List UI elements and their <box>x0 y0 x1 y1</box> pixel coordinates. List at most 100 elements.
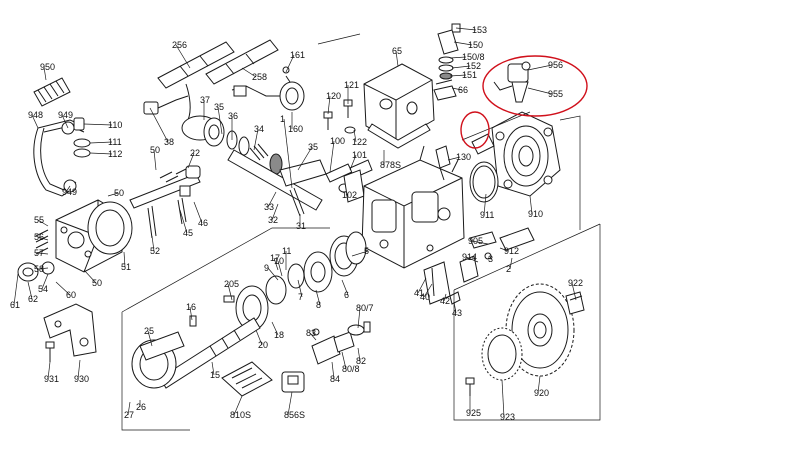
part-number: 62 <box>28 294 38 304</box>
part-label-33: 33 <box>264 191 277 212</box>
leader-line <box>443 293 447 302</box>
part-number: 18 <box>274 330 284 340</box>
leader-line <box>13 273 19 306</box>
part-number: 58 <box>34 264 44 274</box>
leader-line <box>127 401 131 416</box>
leader-line <box>471 240 489 245</box>
part-label-950: 950 <box>40 62 55 81</box>
part-15-driveshaft <box>131 317 261 389</box>
leader-line <box>327 95 331 115</box>
part-number: 3 <box>488 254 493 264</box>
part-number: 15 <box>210 370 220 380</box>
part-label-42: 42 <box>440 293 450 306</box>
leader-line <box>189 306 193 321</box>
part-number: 956 <box>548 60 563 70</box>
part-number: 256 <box>172 40 187 50</box>
part-label-914: 914 <box>462 252 479 263</box>
leader-line <box>341 279 349 296</box>
part-label-60: 60 <box>55 281 76 300</box>
part-label-7: 7 <box>297 279 303 302</box>
part-number: 205 <box>224 279 239 289</box>
leader-line <box>449 74 467 77</box>
part-label-17: 17 <box>270 253 280 271</box>
part-label-46: 46 <box>193 201 208 228</box>
highlight-sensor-circle <box>482 55 588 117</box>
part-number: 17 <box>270 253 280 263</box>
part-100-valve <box>325 159 373 203</box>
leader-line <box>47 361 51 380</box>
part-label-878S: 878S <box>380 150 401 170</box>
leader-line <box>287 391 293 416</box>
part-label-55: 55 <box>34 215 49 227</box>
part-number: 102 <box>342 190 357 200</box>
part-number: 41 <box>414 288 424 298</box>
part-number: 151 <box>462 70 477 80</box>
part-label-35: 35 <box>297 142 318 171</box>
part-label-130: 130 <box>447 152 471 162</box>
leader-line <box>89 141 113 144</box>
leader-line <box>267 267 279 281</box>
part-label-258: 258 <box>241 67 267 82</box>
part-256-258-rods <box>157 39 279 89</box>
part-label-205: 205 <box>224 279 239 301</box>
leader-line <box>175 44 191 69</box>
part-number: 160 <box>288 124 303 134</box>
part-number: 912 <box>504 246 519 256</box>
part-number: 36 <box>228 111 238 121</box>
part-label-5: 5 <box>351 246 369 257</box>
part-label-153: 153 <box>455 25 487 35</box>
part-label-102: 102 <box>342 190 357 200</box>
part-label-40: 40 <box>420 283 433 302</box>
part-number: 25 <box>144 326 154 336</box>
part-84-connector <box>311 321 371 365</box>
part-number: 43 <box>452 308 462 318</box>
part-label-84: 84 <box>330 361 340 384</box>
leader-line <box>271 321 279 336</box>
leader-line <box>77 359 81 380</box>
part-label-25: 25 <box>144 326 154 347</box>
leader-line <box>271 203 279 221</box>
part-number: 931 <box>44 374 59 384</box>
part-number: 911 <box>480 210 494 220</box>
part-number: 46 <box>198 218 208 228</box>
leader-line <box>315 289 321 306</box>
part-number: 80/8 <box>342 364 360 374</box>
part-label-948: 948 <box>28 110 43 129</box>
part-number: 51 <box>121 262 131 272</box>
part-950-bellows <box>33 77 71 107</box>
leader-line <box>447 156 461 161</box>
part-label-61: 61 <box>10 273 20 310</box>
leader-line <box>83 123 113 126</box>
part-number: 82 <box>356 356 366 366</box>
leader-line <box>449 56 467 59</box>
leader-line <box>193 201 203 224</box>
part-label-22: 22 <box>187 148 200 169</box>
leader-line <box>487 257 493 260</box>
leader-line <box>423 283 433 298</box>
part-label-80-8: 80/8 <box>341 351 360 374</box>
leader-line <box>283 118 293 189</box>
part-label-35: 35 <box>214 102 224 135</box>
leader-line <box>451 87 463 91</box>
part-label-160: 160 <box>288 112 303 134</box>
part-seal-stack <box>235 231 367 331</box>
part-label-38: 38 <box>149 107 174 147</box>
part-label-810S: 810S <box>230 395 251 420</box>
leader-line <box>37 219 49 227</box>
part-number: 120 <box>326 91 341 101</box>
part-label-151: 151 <box>449 70 477 80</box>
part-38-connector <box>143 83 191 121</box>
part-number: 84 <box>330 374 340 384</box>
part-label-910: 910 <box>528 195 543 219</box>
part-930-bracket <box>43 303 97 357</box>
leader-line <box>153 149 157 171</box>
part-label-20: 20 <box>255 329 268 350</box>
part-label-54: 54 <box>38 273 49 294</box>
part-number: 37 <box>200 95 210 105</box>
part-label-100: 100 <box>329 136 345 173</box>
part-label-955: 955 <box>527 87 563 99</box>
leader-line <box>83 269 97 284</box>
highlight-small-circle <box>460 111 490 149</box>
leader-line <box>357 307 361 329</box>
